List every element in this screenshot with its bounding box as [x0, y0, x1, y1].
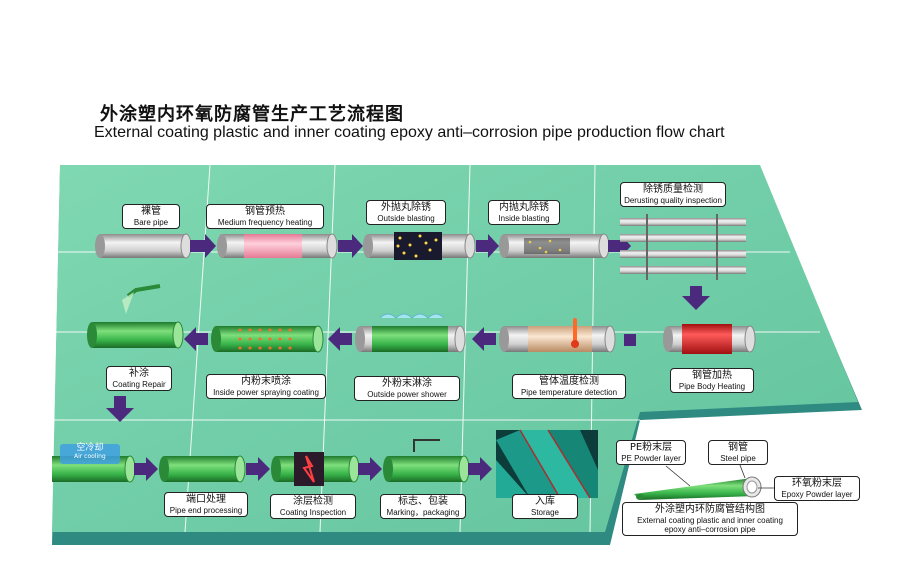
- pipe-end-processing: [159, 455, 246, 483]
- arrow-11: [358, 457, 382, 481]
- arrow-10: [246, 457, 270, 481]
- pipe-outside-blast: [363, 232, 476, 260]
- pipe-coating-inspection: [271, 452, 360, 486]
- pipe-preheat: [217, 233, 338, 259]
- arrow-6: [472, 327, 496, 351]
- pipe-body-heating: [663, 324, 756, 354]
- arrow-5: [624, 334, 636, 346]
- pipe-inside-blast: [499, 233, 610, 259]
- pipe-temp-detect: [499, 318, 616, 353]
- pipe-coating-repair: [87, 284, 184, 349]
- page-title: 外涂塑内环氧防腐管生产工艺流程图: [100, 104, 404, 125]
- pipe-marking: [383, 439, 470, 483]
- pipe-inside-spray: [211, 325, 324, 353]
- arrow-1: [190, 234, 216, 258]
- derust-inspection-rack: [620, 214, 746, 280]
- arrow-12: [468, 457, 492, 481]
- pipe-bare: [95, 233, 192, 259]
- pipe-air-cooling: [52, 444, 136, 483]
- arrow-down-1: [682, 286, 710, 310]
- structure-pipe: [634, 459, 776, 500]
- arrow-8: [184, 327, 208, 351]
- storage-photo: [496, 429, 598, 499]
- arrow-7: [328, 327, 352, 351]
- arrow-2: [338, 234, 363, 258]
- pipe-outside-shower: [355, 313, 466, 353]
- arrow-9: [134, 457, 158, 481]
- page-subtitle: External coating plastic and inner coati…: [94, 124, 725, 141]
- arrow-down-2: [106, 396, 134, 422]
- arrow-3: [476, 234, 499, 258]
